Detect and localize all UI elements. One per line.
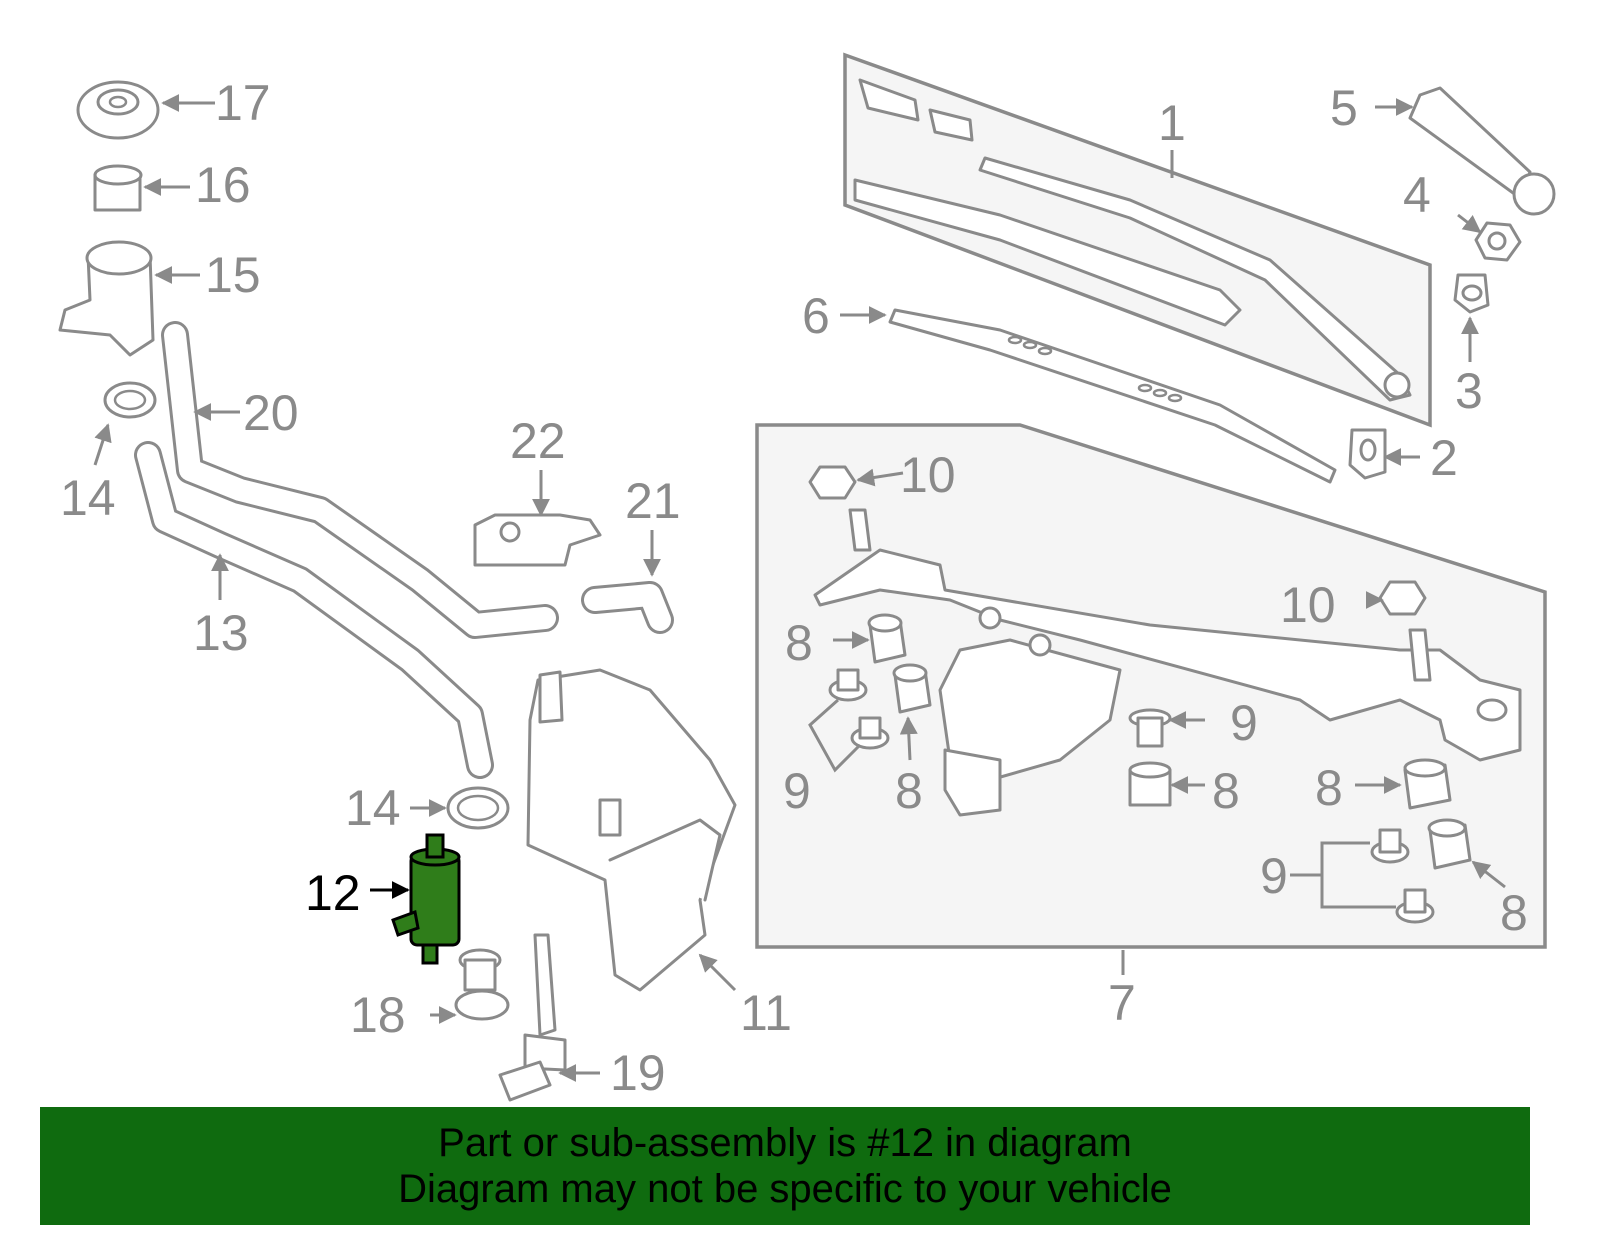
info-banner: Part or sub-assembly is #12 in diagram D… xyxy=(40,1107,1530,1225)
callout-13: 13 xyxy=(193,605,249,661)
callout-8b: 8 xyxy=(895,763,923,819)
callout-8c: 8 xyxy=(1212,763,1240,819)
washer-pump-12[interactable] xyxy=(391,833,461,965)
callout-14a: 14 xyxy=(60,470,116,526)
wiper-arm-5[interactable] xyxy=(1408,86,1556,216)
grommet-9b[interactable] xyxy=(850,716,890,750)
seal-14b[interactable] xyxy=(446,786,510,830)
callout-2: 2 xyxy=(1430,430,1458,486)
bushing-8e[interactable] xyxy=(1427,818,1472,870)
banner-line-2: Diagram may not be specific to your vehi… xyxy=(398,1167,1172,1211)
filler-hose-13[interactable] xyxy=(134,441,494,779)
callout-18: 18 xyxy=(350,987,406,1043)
washer-reservoir-11[interactable] xyxy=(526,668,737,992)
grommet-18[interactable] xyxy=(454,948,510,1021)
seal-14a[interactable] xyxy=(103,381,157,419)
wiper-arm-cap-2[interactable] xyxy=(1348,428,1387,480)
grommet-9c[interactable] xyxy=(1128,708,1172,748)
bushing-8d[interactable] xyxy=(1403,758,1452,810)
callout-17: 17 xyxy=(215,75,271,131)
cap-3[interactable] xyxy=(1453,273,1490,314)
wiper-linkage-7[interactable] xyxy=(813,508,1522,817)
nut-4[interactable] xyxy=(1474,221,1522,262)
callout-19: 19 xyxy=(610,1045,666,1101)
wiper-arm-1[interactable] xyxy=(853,78,1412,402)
filler-neck-15[interactable] xyxy=(58,240,155,357)
callout-8e: 8 xyxy=(1500,885,1528,941)
grommet-9e[interactable] xyxy=(1395,888,1435,924)
level-sensor-19[interactable] xyxy=(498,933,567,1102)
grommet-9d[interactable] xyxy=(1370,828,1410,864)
vent-hose-20[interactable] xyxy=(161,321,559,639)
cap-16[interactable] xyxy=(93,164,143,212)
banner-line-1: Part or sub-assembly is #12 in diagram xyxy=(438,1121,1132,1165)
callout-7: 7 xyxy=(1108,975,1136,1031)
wiper-linkage-panel xyxy=(755,423,1547,949)
callout-3: 3 xyxy=(1455,363,1483,419)
callout-12: 12 xyxy=(305,865,361,921)
bushing-8c[interactable] xyxy=(1128,761,1172,807)
callout-10a: 10 xyxy=(900,447,956,503)
wiper-blade-6[interactable] xyxy=(888,308,1337,484)
callout-20: 20 xyxy=(243,385,299,441)
grommet-9a[interactable] xyxy=(828,668,868,702)
callout-1: 1 xyxy=(1158,95,1186,151)
bushing-8b[interactable] xyxy=(892,663,932,714)
callout-6: 6 xyxy=(802,288,830,344)
callout-14b: 14 xyxy=(345,780,401,836)
callout-4: 4 xyxy=(1403,167,1431,223)
nut-10a[interactable] xyxy=(808,465,857,500)
bracket-22[interactable] xyxy=(473,513,602,567)
callout-9c: 9 xyxy=(1260,848,1288,904)
wiper-arm-panel xyxy=(843,52,1432,428)
bushing-8a[interactable] xyxy=(867,613,907,664)
callout-16: 16 xyxy=(195,157,251,213)
callout-5: 5 xyxy=(1330,80,1358,136)
callout-9a: 9 xyxy=(783,763,811,819)
callout-10b: 10 xyxy=(1280,577,1336,633)
callout-8d: 8 xyxy=(1315,760,1343,816)
callout-9b: 9 xyxy=(1230,695,1258,751)
callout-8a: 8 xyxy=(785,615,813,671)
hose-21[interactable] xyxy=(581,581,674,634)
callout-21: 21 xyxy=(625,473,681,529)
nut-10b[interactable] xyxy=(1378,580,1427,616)
callout-15: 15 xyxy=(205,247,261,303)
filler-cap-17[interactable] xyxy=(76,80,160,140)
callout-22: 22 xyxy=(510,413,566,469)
callout-11: 11 xyxy=(740,985,792,1041)
